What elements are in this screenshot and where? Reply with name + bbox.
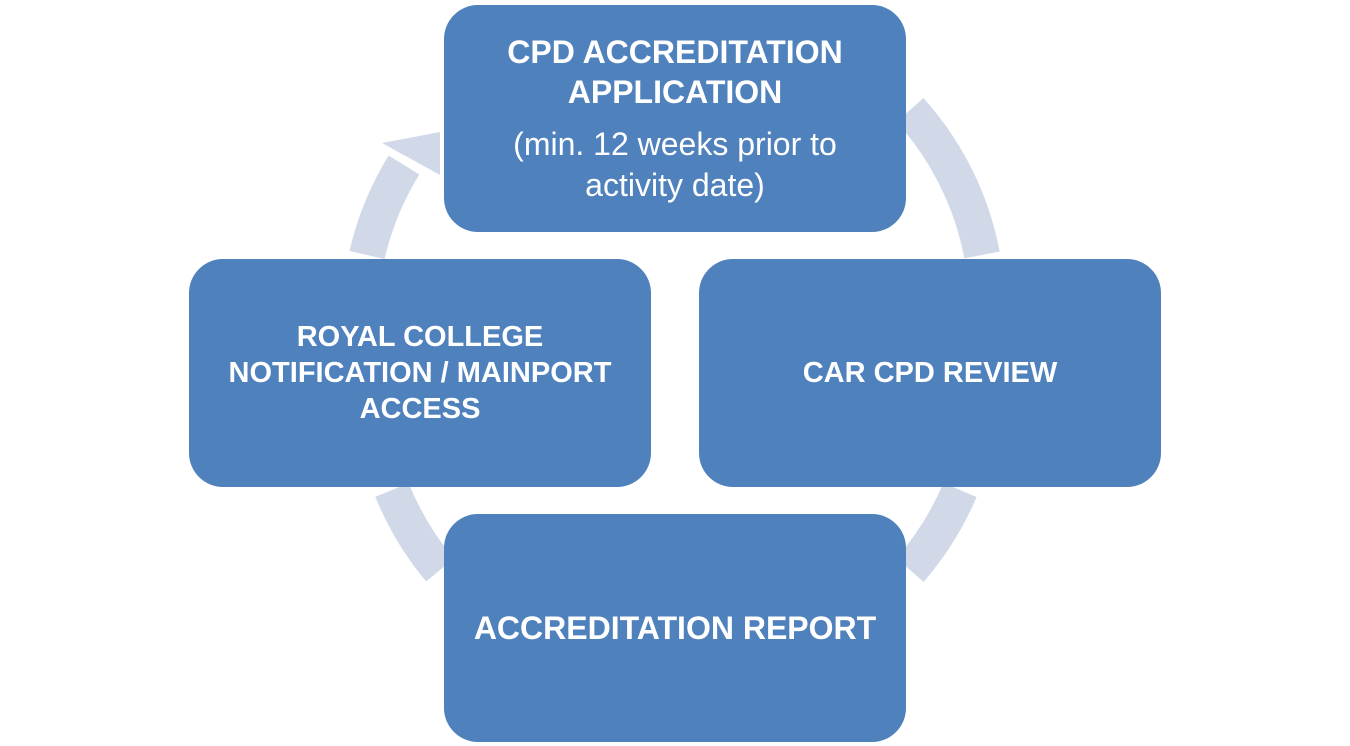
node-car-cpd-review: CAR CPD REVIEW [699, 259, 1161, 487]
node-royal-college-notification: ROYAL COLLEGE NOTIFICATION / MAINPORT AC… [189, 259, 651, 487]
node-accreditation-report: ACCREDITATION REPORT [444, 514, 906, 742]
cycle-arrowhead [382, 132, 440, 175]
node-title: ACCREDITATION REPORT [473, 610, 877, 646]
node-title: ROYAL COLLEGE NOTIFICATION / MAINPORT AC… [228, 320, 612, 426]
cycle-arc-top-right [896, 97, 1000, 259]
node-subtitle: (min. 12 weeks prior to activity date) [513, 125, 837, 203]
node-cpd-accreditation-application: CPD ACCREDITATION APPLICATION (min. 12 w… [444, 5, 906, 232]
node-title: CAR CPD REVIEW [802, 356, 1058, 389]
cycle-arc-right-bottom [896, 482, 977, 582]
cycle-arc-bottom-left [375, 482, 455, 582]
cycle-arc-left-top [349, 155, 420, 260]
node-title: CPD ACCREDITATION APPLICATION [507, 33, 843, 110]
